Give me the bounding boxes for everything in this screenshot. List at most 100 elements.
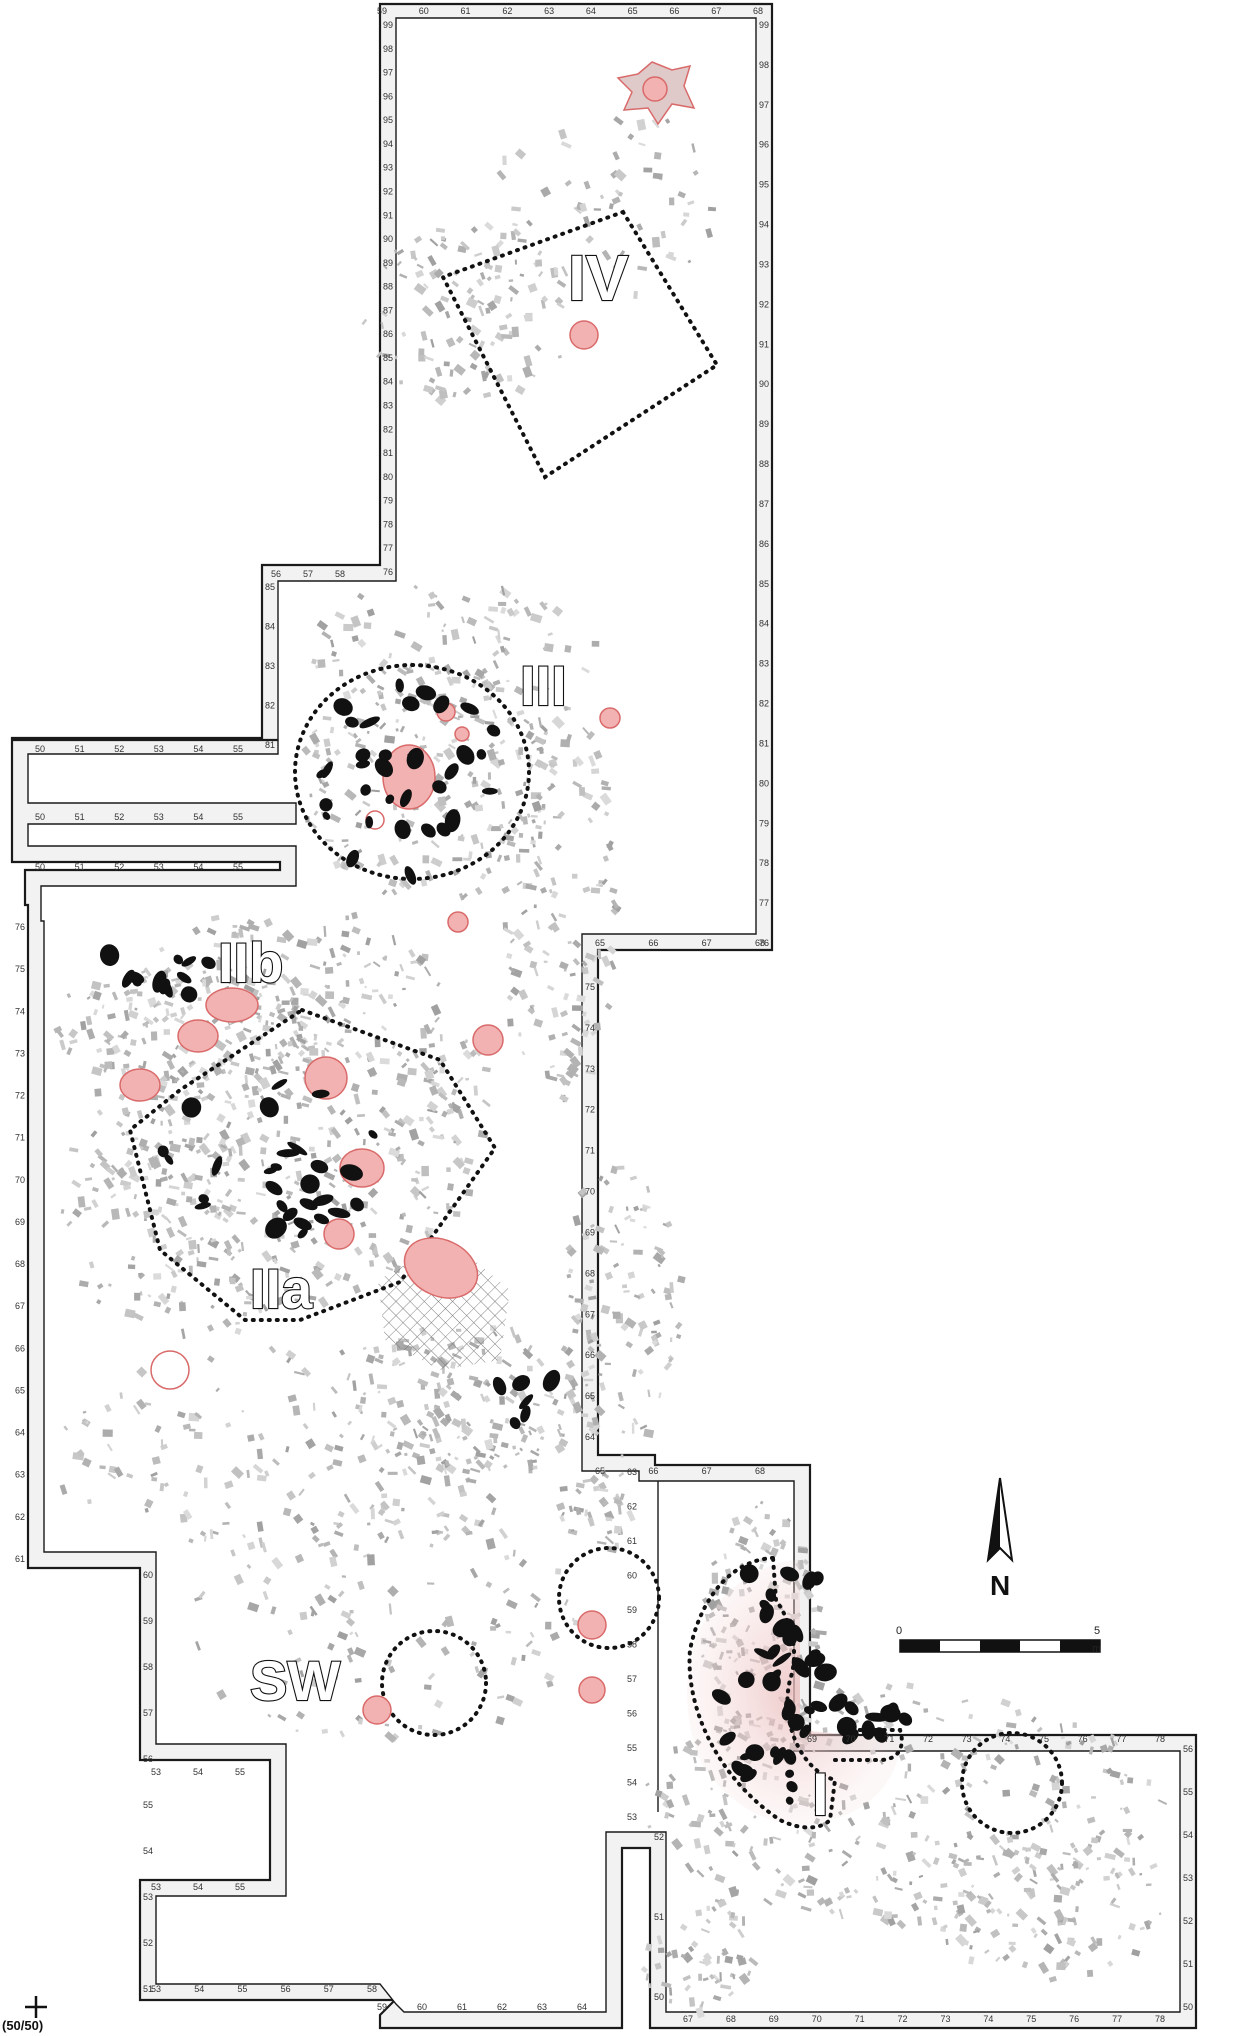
stone — [152, 1235, 156, 1243]
stone — [542, 646, 548, 651]
stone — [111, 1044, 121, 1055]
black-stone — [394, 819, 411, 840]
black-stone — [211, 1156, 223, 1176]
stone — [256, 1117, 263, 1124]
stone — [149, 1156, 162, 1170]
stone — [727, 1990, 735, 1997]
stone — [543, 1672, 555, 1682]
black-stone — [99, 944, 120, 966]
pit-east-IIb — [472, 1024, 504, 1056]
stone — [664, 1293, 672, 1301]
stone — [503, 1554, 510, 1561]
stone — [439, 1417, 450, 1427]
stone — [474, 668, 485, 679]
stone — [296, 939, 308, 950]
stone — [302, 1422, 309, 1430]
stone — [671, 1949, 679, 1959]
stone — [380, 322, 384, 330]
black-stone — [787, 1713, 805, 1731]
stone — [271, 1556, 284, 1570]
grid-label: 55 — [233, 862, 243, 872]
stone — [688, 1997, 696, 2007]
stone — [415, 676, 426, 687]
stone — [196, 1137, 203, 1144]
stone — [337, 1001, 347, 1010]
stone — [339, 1349, 346, 1356]
stone — [309, 732, 321, 745]
stone — [323, 1156, 333, 1165]
grid-label: 53 — [154, 744, 164, 754]
stone — [256, 1087, 263, 1093]
stone — [387, 1585, 399, 1597]
stone — [188, 1538, 194, 1544]
stone — [1038, 1961, 1050, 1975]
black-stone — [399, 789, 412, 808]
stone — [155, 1094, 165, 1099]
stone — [841, 1860, 849, 1867]
stone — [1059, 1723, 1064, 1733]
grid-label: 96 — [759, 140, 769, 150]
stone — [489, 1433, 499, 1439]
stone — [442, 1463, 448, 1475]
stone — [559, 1010, 569, 1018]
stone — [60, 1209, 65, 1214]
stone — [357, 1114, 365, 1118]
stone — [941, 1786, 951, 1795]
black-stone — [886, 1702, 899, 1720]
grid-label: 78 — [1155, 2014, 1165, 2024]
stone — [797, 1891, 807, 1899]
stone — [163, 1103, 176, 1117]
stone — [815, 1630, 827, 1636]
stone — [437, 1062, 441, 1066]
stone — [481, 1066, 491, 1073]
stone — [465, 1077, 470, 1081]
stone — [106, 1047, 115, 1056]
stone — [613, 1498, 622, 1505]
stone — [310, 1152, 317, 1159]
stone — [671, 1837, 684, 1851]
stone — [236, 1211, 246, 1215]
stone — [592, 976, 605, 986]
stone — [665, 1950, 673, 1958]
black-stone — [865, 1712, 888, 1722]
stone — [441, 1619, 450, 1628]
stone — [361, 993, 373, 1001]
stone — [677, 190, 686, 199]
stone — [303, 993, 313, 997]
stone — [331, 1198, 340, 1207]
stone — [1117, 1934, 1122, 1940]
stone — [691, 143, 696, 153]
pit-hatched — [403, 1237, 479, 1299]
grid-label: 55 — [235, 1767, 245, 1777]
stone — [645, 1943, 653, 1952]
stone — [301, 745, 311, 756]
stone — [250, 934, 254, 942]
grid-label: 62 — [502, 6, 512, 16]
grid-label: 50 — [35, 744, 45, 754]
stone — [224, 1480, 234, 1490]
stone — [475, 1451, 487, 1458]
stone — [91, 1199, 99, 1209]
stone — [513, 685, 525, 696]
stone — [430, 857, 443, 868]
stone — [182, 1509, 193, 1520]
stone — [396, 1399, 405, 1409]
stone — [485, 307, 491, 314]
black-stone — [520, 1405, 531, 1423]
stone — [749, 1845, 754, 1852]
stone — [508, 966, 516, 974]
stone — [349, 1502, 360, 1515]
stone — [497, 758, 506, 766]
stone — [508, 330, 513, 336]
stone — [535, 259, 543, 267]
stone — [623, 1290, 630, 1293]
stone — [1054, 1818, 1059, 1823]
stone — [172, 1255, 183, 1266]
stone — [657, 1947, 665, 1954]
stone — [549, 1064, 555, 1069]
stone — [346, 1373, 351, 1381]
stone — [532, 1465, 538, 1470]
stone — [1062, 1960, 1070, 1968]
stone — [102, 1030, 115, 1042]
stone — [192, 926, 201, 936]
